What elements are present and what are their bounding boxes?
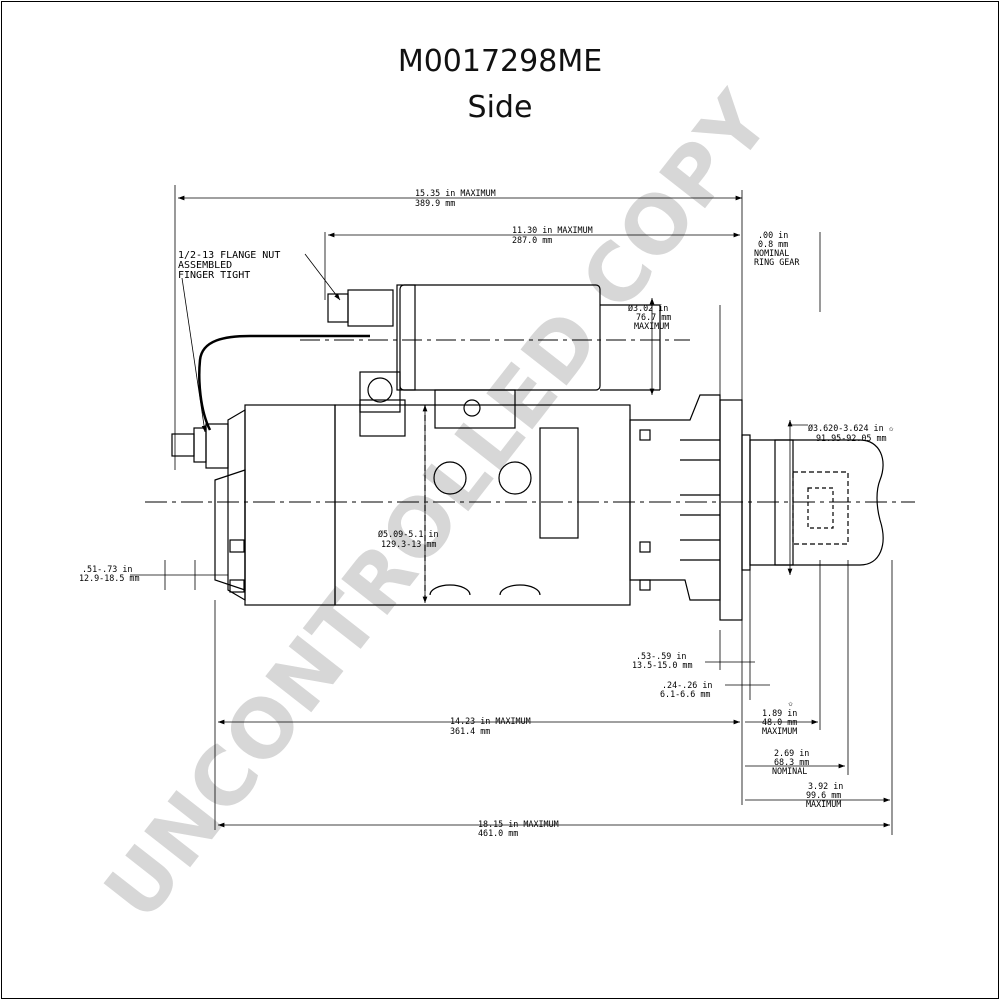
total-max-mm: 461.0 mm <box>478 828 518 838</box>
body-max-in: 14.23 in MAXIMUM <box>450 716 531 726</box>
view-subtitle: Side <box>467 90 533 125</box>
overall-max-in: 15.35 in MAXIMUM <box>415 188 496 198</box>
nose-nominal-in: 2.69 in <box>774 748 809 758</box>
flange-thick-in: .53-.59 in <box>636 651 686 661</box>
nose-nominal-mm: 68.3 mm <box>774 757 809 767</box>
flange-nut-note-line2: ASSEMBLED <box>178 260 232 271</box>
pilot-dia-mm: 91.95-92.05 mm <box>816 433 887 443</box>
ring-gear-in: .00 in <box>758 230 788 240</box>
pinion-max-mm: 48.0 mm <box>762 717 797 727</box>
flange-offset-in: .24-.26 in <box>662 680 712 690</box>
nose-nominal-label: NOMINAL <box>772 766 807 776</box>
nose-max-label: MAXIMUM <box>806 799 841 809</box>
ring-gear-nominal: NOMINAL <box>754 248 789 258</box>
flange-nut-note-line1: 1/2-13 FLANGE NUT <box>178 250 280 261</box>
flange-nut-note-line3: FINGER TIGHT <box>178 270 250 281</box>
pilot-dia-in: Ø3.620-3.624 in ✩ <box>808 423 894 433</box>
nose-max-in: 3.92 in <box>808 781 843 791</box>
total-max-in: 18.15 in MAXIMUM <box>478 819 559 829</box>
nose-max-mm: 99.6 mm <box>806 790 841 800</box>
solenoid-max-in: 11.30 in MAXIMUM <box>512 225 593 235</box>
terminal-mm: 12.9-18.5 mm <box>79 573 140 583</box>
pinion-star: ✩ <box>788 698 793 708</box>
flange-offset-mm: 6.1-6.6 mm <box>660 689 710 699</box>
pinion-max-in: 1.89 in <box>762 708 797 718</box>
overall-max-mm: 389.9 mm <box>415 198 455 208</box>
solenoid-dia-in: Ø3.02 in <box>628 303 668 313</box>
terminal-in: .51-.73 in <box>82 564 132 574</box>
frame-dia-mm: 129.3-13 mm <box>381 539 436 549</box>
body-max-mm: 361.4 mm <box>450 726 490 736</box>
part-number-title: M0017298ME <box>397 44 603 79</box>
solenoid-dia-mm: 76.7 mm <box>636 312 671 322</box>
dimension-lines <box>130 185 893 835</box>
solenoid-dia-max: MAXIMUM <box>634 321 669 331</box>
frame-dia-in: Ø5.09-5.1 in <box>378 529 439 539</box>
flange-thick-mm: 13.5-15.0 mm <box>632 660 693 670</box>
ring-gear-mm: 0.8 mm <box>758 239 788 249</box>
ring-gear-label: RING GEAR <box>754 257 800 267</box>
pinion-max-label: MAXIMUM <box>762 726 797 736</box>
solenoid-max-mm: 287.0 mm <box>512 235 552 245</box>
